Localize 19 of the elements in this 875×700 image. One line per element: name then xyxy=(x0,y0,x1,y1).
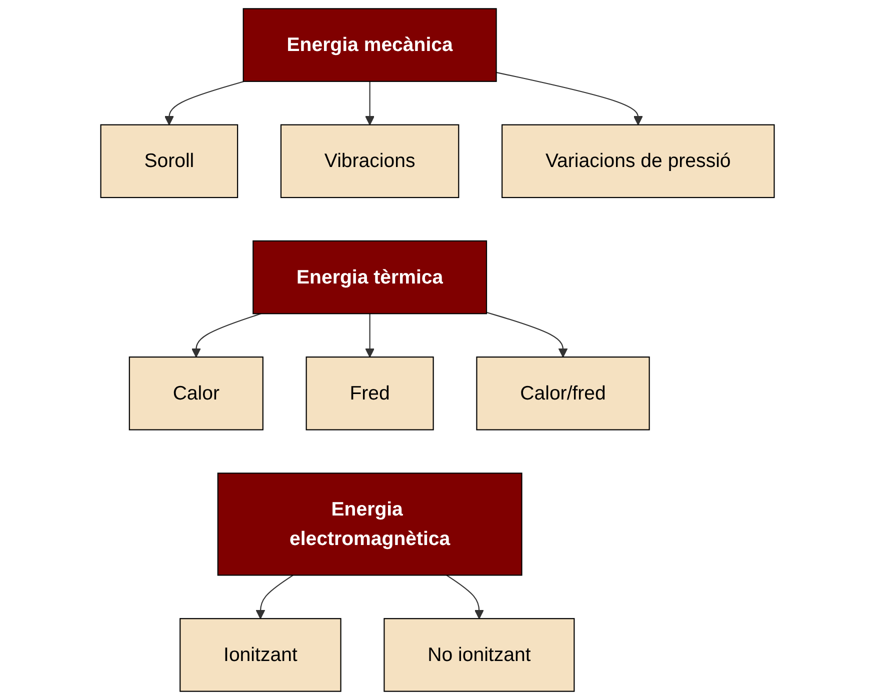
arrow xyxy=(496,72,643,126)
node-box: Energia mecànica xyxy=(242,8,497,82)
node-box: Soroll xyxy=(100,124,238,198)
arrow xyxy=(365,314,375,358)
arrow xyxy=(164,80,244,126)
arrow xyxy=(256,574,294,620)
arrow xyxy=(365,81,375,126)
node-box: Ionitzant xyxy=(180,618,342,692)
node-box: Variacions de pressió xyxy=(502,124,775,198)
arrow xyxy=(191,313,262,358)
node-box: No ionitzant xyxy=(384,618,575,692)
node-box: Energia tèrmica xyxy=(252,240,488,314)
node-box: Fred xyxy=(306,356,434,430)
node-box: Energia electromagnètica xyxy=(217,472,522,576)
arrow xyxy=(486,312,568,358)
node-box: Calor/fred xyxy=(476,356,650,430)
node-box: Vibracions xyxy=(280,124,460,198)
arrow xyxy=(446,574,484,620)
node-box: Calor xyxy=(128,356,264,430)
